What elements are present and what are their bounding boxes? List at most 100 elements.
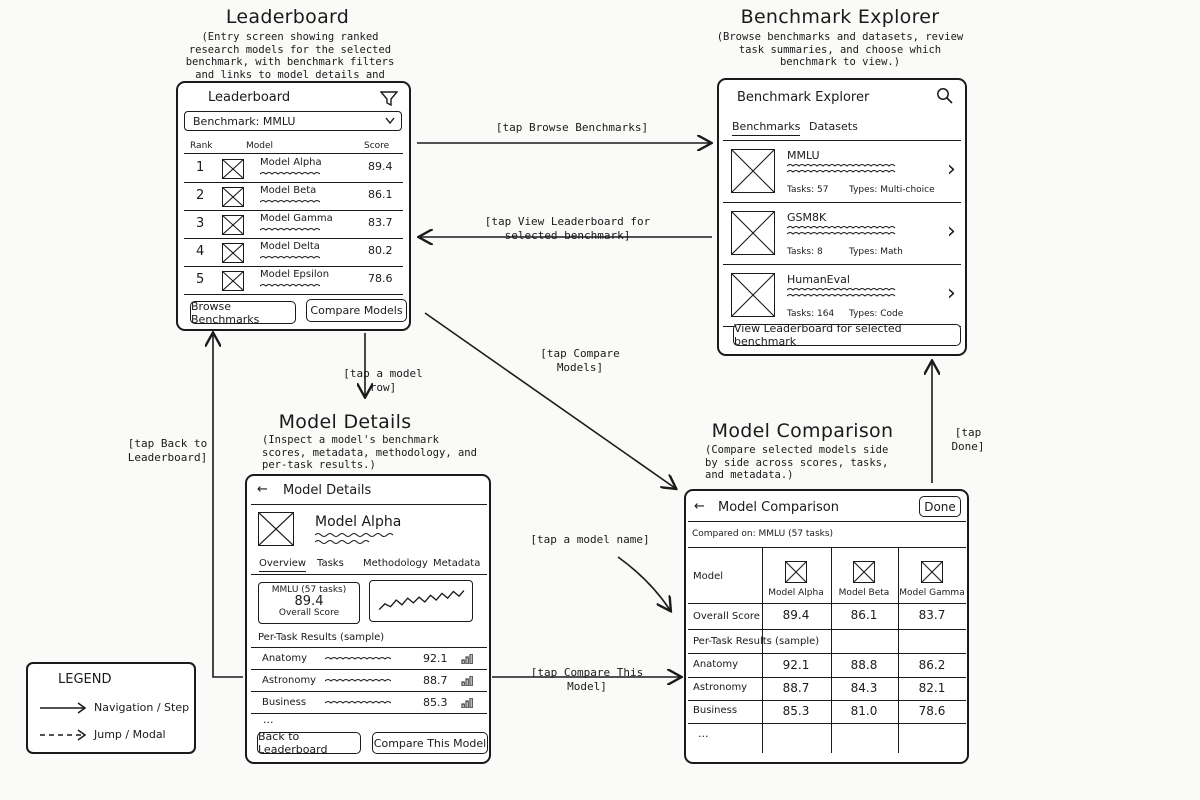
page-title: Model Comparison	[718, 500, 839, 515]
task-score-cell: 84.3	[850, 681, 878, 695]
browse-benchmarks-button[interactable]: Browse Benchmarks	[190, 300, 296, 326]
score-cell: 83.7	[368, 216, 393, 229]
benchmark-tasks: Tasks: 164	[787, 309, 835, 319]
model-image-placeholder	[921, 561, 943, 583]
tab-tasks[interactable]: Tasks	[317, 558, 344, 569]
tab-overview[interactable]: Overview	[259, 558, 307, 572]
arrow-back-leaderboard	[213, 334, 243, 678]
model-cell: Model Epsilon	[260, 269, 330, 280]
col-score: Score	[364, 141, 390, 151]
task-score: 92.1	[423, 652, 448, 665]
model-image-placeholder	[853, 561, 875, 583]
tab-metadata[interactable]: Metadata	[433, 558, 481, 569]
bar-chart-icon[interactable]	[461, 698, 473, 708]
task-name: Astronomy	[262, 675, 317, 686]
model-image-placeholder	[785, 561, 807, 583]
model-image-placeholder	[222, 243, 244, 263]
text-placeholder-squiggle	[787, 226, 896, 235]
filter-icon[interactable]	[380, 90, 398, 107]
model-column-header: Model Alpha	[768, 588, 824, 598]
compared-on-value: MMLU (57 tasks)	[758, 529, 834, 539]
task-score-cell: 82.1	[918, 681, 946, 695]
solid-arrow-icon	[40, 702, 87, 714]
text-placeholder-squiggle	[260, 228, 320, 231]
text-placeholder-squiggle	[260, 284, 320, 287]
model-cell: Model Beta	[260, 185, 317, 196]
search-icon[interactable]	[936, 87, 953, 104]
task-score-cell: 88.7	[782, 681, 810, 695]
col-model: Model	[246, 141, 274, 151]
details-screen: ← Model Details Model Alpha Overview Tas…	[245, 474, 491, 764]
chevron-down-icon	[385, 117, 395, 125]
explorer-screen: Benchmark Explorer Benchmarks Datasets M…	[717, 78, 967, 356]
back-to-leaderboard-button[interactable]: Back to Leaderboard	[257, 730, 361, 756]
compare-models-button[interactable]: Compare Models	[306, 299, 407, 322]
back-arrow-icon[interactable]: ←	[257, 482, 268, 497]
model-image-placeholder	[222, 159, 244, 179]
done-button[interactable]: Done	[919, 496, 961, 517]
text-placeholder-squiggle	[315, 533, 394, 544]
bar-chart-icon[interactable]	[461, 676, 473, 686]
task-name: Astronomy	[693, 682, 748, 693]
model-cell: Model Alpha	[260, 157, 322, 168]
trend-chart	[369, 580, 473, 622]
model-cell: Model Gamma	[260, 213, 333, 224]
model-image-placeholder	[222, 187, 244, 207]
score-cell: 80.2	[368, 244, 393, 257]
ellipsis: ...	[263, 713, 274, 726]
details-title: Model Details	[278, 411, 412, 433]
back-arrow-icon[interactable]: ←	[694, 499, 705, 514]
leaderboard-screen: Leaderboard Benchmark: MMLU Rank Model S…	[176, 81, 411, 331]
view-leaderboard-button[interactable]: View Leaderboard for selected benchmark	[733, 322, 961, 348]
task-score-cell: 86.2	[918, 658, 946, 672]
leaderboard-description: (Entry screen showing ranked research mo…	[185, 31, 395, 93]
rank-cell: 3	[196, 216, 205, 231]
benchmark-dropdown[interactable]: Benchmark: MMLU	[184, 111, 402, 131]
bar-chart-icon[interactable]	[461, 654, 473, 664]
tab-datasets[interactable]: Datasets	[809, 120, 858, 133]
explorer-description: (Browse benchmarks and datasets, review …	[716, 31, 964, 68]
benchmark-name: MMLU	[787, 149, 820, 162]
model-image-placeholder	[258, 512, 294, 546]
benchmark-image-placeholder	[731, 149, 775, 193]
overall-score-label: Overall Score	[693, 611, 760, 622]
benchmark-types: Types: Code	[849, 309, 904, 319]
chevron-right-icon: ›	[947, 219, 956, 244]
overall-score-cell: 89.4	[782, 608, 810, 622]
per-task-title: Per-Task Results (sample)	[693, 636, 820, 647]
details-description: (Inspect a model's benchmark scores, met…	[262, 434, 477, 471]
model-column-header: Model Beta	[838, 588, 890, 598]
benchmark-tasks: Tasks: 57	[787, 185, 829, 195]
col-rank: Rank	[190, 141, 213, 151]
legend-item-jump: Jump / Modal	[94, 728, 166, 741]
tab-methodology[interactable]: Methodology	[363, 558, 428, 569]
benchmark-image-placeholder	[731, 211, 775, 255]
tab-benchmarks[interactable]: Benchmarks	[732, 120, 801, 136]
legend-item-navigation: Navigation / Step	[94, 701, 190, 714]
compared-on: Compared on: MMLU (57 tasks)	[692, 529, 833, 539]
table-row[interactable]: 3 Model Gamma 83.7	[178, 211, 409, 238]
task-score-cell: 88.8	[850, 658, 878, 672]
dropdown-value: Benchmark: MMLU	[193, 115, 296, 128]
text-placeholder-squiggle	[787, 288, 896, 297]
task-score-cell: 78.6	[918, 704, 946, 718]
label-back-leaderboard: [tap Back to Leaderboard]	[127, 437, 208, 464]
compare-this-model-button[interactable]: Compare This Model	[372, 732, 488, 754]
task-score-cell: 85.3	[782, 704, 810, 718]
overall-score-cell: 86.1	[850, 608, 878, 622]
rank-cell: 4	[196, 244, 205, 259]
page-title: Leaderboard	[208, 90, 291, 105]
label-compare-this: [tap Compare This Model]	[530, 666, 644, 693]
benchmark-types: Types: Multi-choice	[849, 185, 935, 195]
task-score: 85.3	[423, 696, 448, 709]
